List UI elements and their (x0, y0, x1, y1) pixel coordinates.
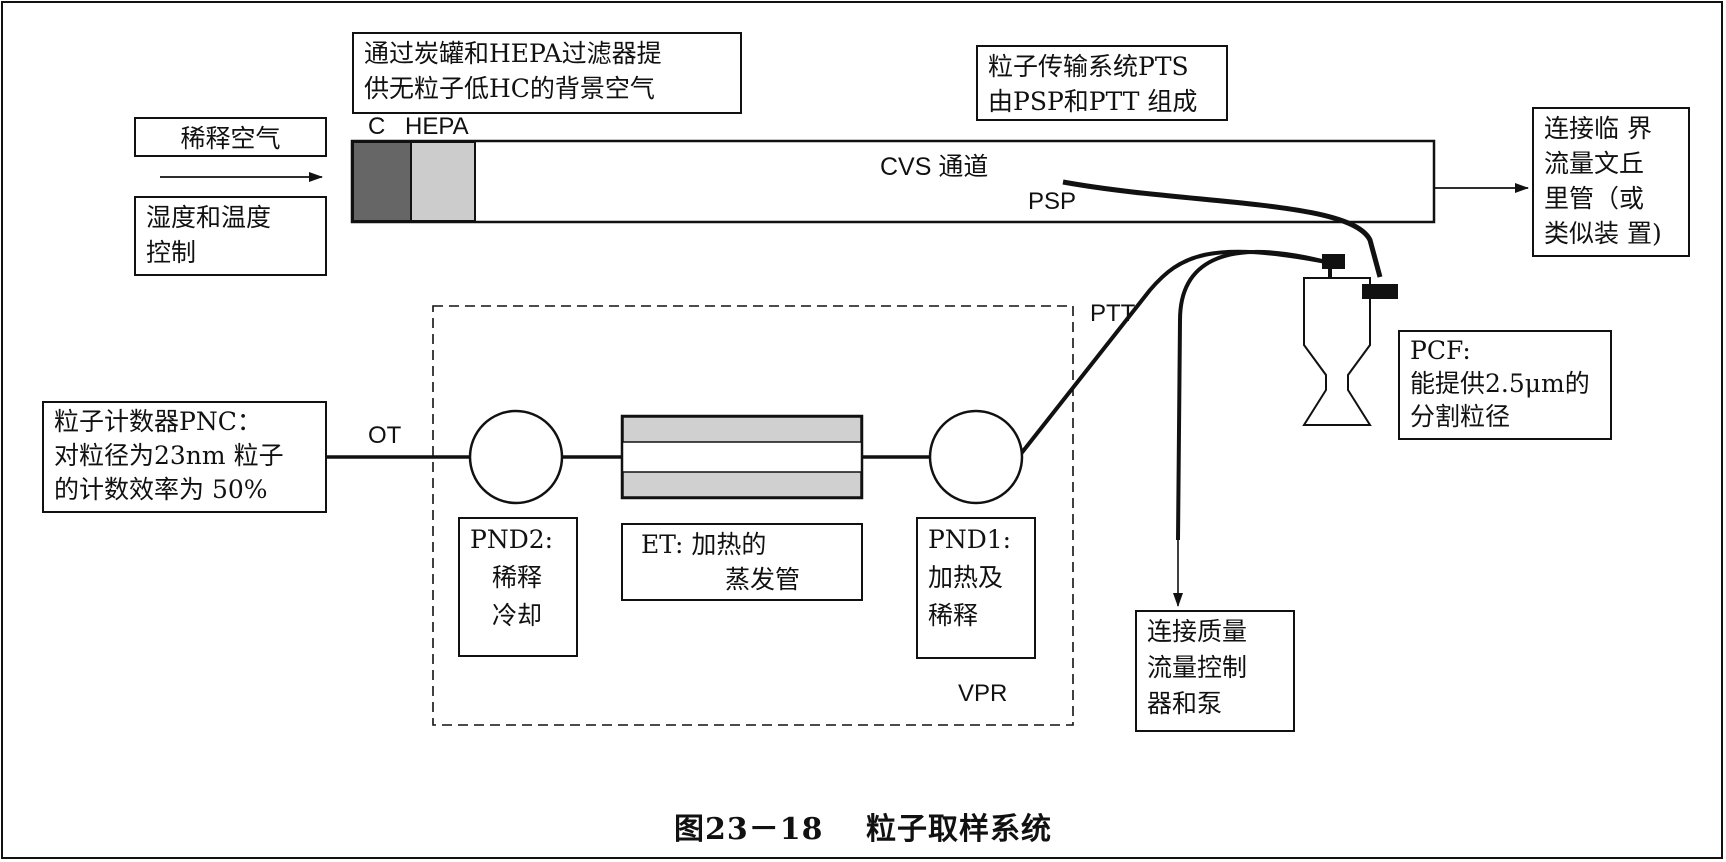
humidity-box: 湿度和温度 控制 (134, 196, 327, 276)
pnc-line-3: 的计数效率为 50% (54, 475, 268, 504)
et-lower-heater (622, 471, 862, 498)
venturi-line-3: 里管（或 (1544, 184, 1645, 213)
pcf-top-fitting (1322, 254, 1345, 269)
cvs-label: CVS 通道 (880, 153, 989, 181)
et-upper-heater (622, 416, 862, 443)
background-air-line-1: 通过炭罐和HEPA过滤器提 (364, 39, 662, 68)
ot-label: OT (368, 422, 402, 449)
mass-flow-box: 连接质量 流量控制 器和泵 (1135, 610, 1295, 732)
venturi-line-2: 流量文丘 (1544, 149, 1645, 178)
mass-flow-branch (1176, 249, 1327, 541)
pnd1-box: PND1: 加热及 稀释 (916, 517, 1036, 659)
psp-tube (1062, 179, 1383, 278)
humidity-line-2: 控制 (146, 238, 197, 267)
pnd2-line-2: 稀释 (492, 563, 543, 592)
pts-line-1: 粒子传输系统PTS (988, 52, 1189, 81)
dilution-air-box: 稀释空气 (134, 117, 327, 157)
humidity-line-1: 湿度和温度 (146, 203, 272, 232)
mass-flow-line-1: 连接质量 (1147, 617, 1248, 646)
vpr-label: VPR (958, 680, 1008, 707)
mass-flow-line-3: 器和泵 (1147, 689, 1223, 718)
pcf-box: PCF: 能提供2.5μm的 分割粒径 (1398, 330, 1612, 440)
dilution-air-label: 稀释空气 (180, 124, 281, 153)
pcf-side-fitting (1362, 284, 1398, 299)
et-box: ET: 加热的 蒸发管 (621, 523, 863, 601)
hepa-filter (410, 141, 476, 222)
pnd2-line-3: 冷却 (492, 601, 543, 630)
psp-label: PSP (1028, 188, 1077, 215)
figure-caption: 图23－18 粒子取样系统 (674, 812, 1052, 847)
pcf-cyclone (1302, 277, 1372, 426)
vpr-boundary (432, 305, 1074, 726)
pnd2-box: PND2: 稀释 冷却 (458, 517, 578, 657)
et-line-1: ET: 加热的 (641, 530, 767, 559)
venturi-line-1: 连接临 界 (1544, 114, 1652, 143)
carbon-label: C (368, 113, 386, 140)
carbon-filter (352, 141, 412, 222)
venturi-line-4: 类似装 置) (1544, 219, 1662, 248)
pnc-line-2: 对粒径为23nm 粒子 (54, 441, 284, 470)
background-air-line-2: 供无粒子低HC的背景空气 (364, 74, 655, 103)
ptt-tube (1018, 249, 1327, 457)
pnc-box: 粒子计数器PNC： 对粒径为23nm 粒子 的计数效率为 50% (42, 401, 327, 513)
pnd2-line-1: PND2: (470, 525, 554, 554)
pnd1-line-2: 加热及 (928, 563, 1004, 592)
pnd1-circle (928, 409, 1024, 505)
mass-flow-line-2: 流量控制 (1147, 653, 1248, 682)
pcf-line-2: 能提供2.5μm的 (1410, 369, 1590, 398)
pnd1-line-1: PND1: (928, 525, 1012, 554)
pnd1-line-3: 稀释 (928, 601, 979, 630)
pcf-line-1: PCF: (1410, 336, 1471, 365)
hepa-label: HEPA (405, 113, 469, 140)
pcf-line-3: 分割粒径 (1410, 402, 1511, 431)
venturi-box: 连接临 界 流量文丘 里管（或 类似装 置) (1532, 107, 1690, 257)
ptt-label: PTT (1090, 300, 1136, 327)
cvs-tunnel (350, 139, 1436, 224)
background-air-box: 通过炭罐和HEPA过滤器提 供无粒子低HC的背景空气 (352, 32, 742, 114)
pnc-line-1: 粒子计数器PNC： (54, 407, 262, 436)
pts-box: 粒子传输系统PTS 由PSP和PTT 组成 (976, 45, 1228, 121)
et-line-2: 蒸发管 (725, 565, 801, 594)
pts-line-2: 由PSP和PTT 组成 (988, 87, 1198, 116)
pnd2-circle (468, 409, 564, 505)
